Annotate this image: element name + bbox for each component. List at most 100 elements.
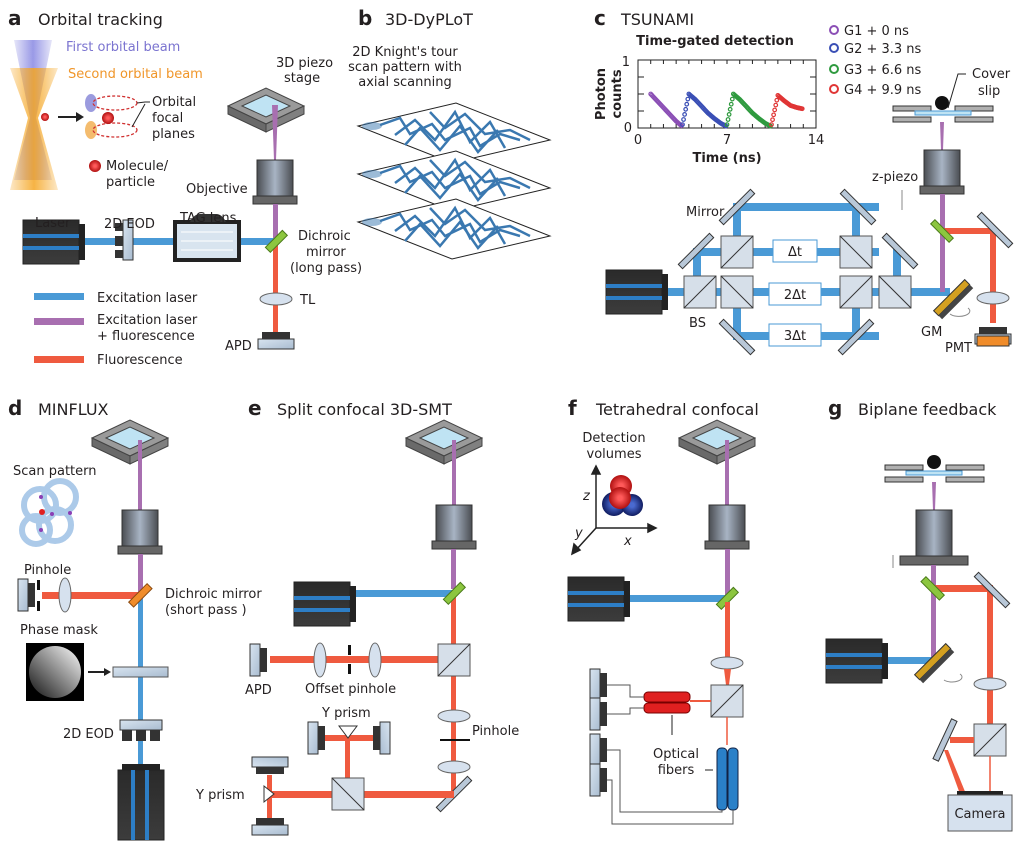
objective-lens <box>431 504 477 550</box>
apd-detector <box>249 643 268 677</box>
orbital-planes-label-3: planes <box>152 127 195 142</box>
legend-marker <box>829 64 839 74</box>
phase-mask-image <box>26 643 84 701</box>
panel-b: b 3D-DyPLoT 2D Knight's tour scan patter… <box>348 6 552 261</box>
y-axis-label-1: Photon <box>594 68 609 120</box>
cover-slip <box>892 73 994 123</box>
beamsplitter <box>720 235 754 269</box>
panel-letter: b <box>358 6 372 30</box>
data-point <box>680 122 685 127</box>
detection-label-1: Detection <box>582 431 645 446</box>
lens <box>313 642 327 678</box>
data-point <box>681 117 686 122</box>
caption-line: 2D Knight's tour <box>352 45 458 60</box>
pinhole-label: Pinhole <box>472 724 519 739</box>
panel-title: TSUNAMI <box>620 10 694 29</box>
data-point <box>771 112 777 118</box>
dichroic-mirror <box>127 582 153 608</box>
panel-title: 3D-DyPLoT <box>385 10 473 29</box>
data-point <box>774 97 780 103</box>
beamsplitter <box>720 275 754 309</box>
legend-label: G1 + 0 ns <box>844 24 909 39</box>
optical-fibers-blue <box>716 747 739 811</box>
lens <box>976 291 1010 305</box>
y-prism <box>263 784 275 804</box>
objective-lens <box>252 159 298 205</box>
objective-lens <box>117 509 163 555</box>
panel-d: d MINFLUX Scan pattern Dichroic mirror (… <box>8 396 262 841</box>
legend-label: + fluorescence <box>97 329 195 344</box>
lens <box>368 642 382 678</box>
camera: Camera <box>947 791 1013 832</box>
eod-label: 2D EOD <box>63 727 114 742</box>
panel-letter: c <box>594 6 606 30</box>
piezo-stage <box>405 419 483 465</box>
panel-letter: d <box>8 396 22 420</box>
data-point <box>772 107 778 113</box>
data-point <box>770 117 775 123</box>
scan-pattern-label: Scan pattern <box>13 464 97 479</box>
time-gated-chart: Time-gated detection 1 0 0 7 14 Time (ns… <box>594 34 824 166</box>
data-point <box>799 106 805 112</box>
beamsplitter <box>437 643 471 677</box>
laser-source <box>825 638 889 684</box>
data-point <box>685 96 691 102</box>
z-piezo-label: z-piezo <box>872 170 918 185</box>
data-point <box>773 102 779 108</box>
laser-source <box>117 764 165 841</box>
stage-label-1: 3D piezo <box>276 56 333 71</box>
stage-label-2: stage <box>284 71 320 86</box>
arrow-icon <box>104 668 111 676</box>
cover-slip-label-1: Cover <box>972 67 1011 82</box>
orbital-planes-label-1: Orbital <box>152 95 196 110</box>
panel-title: Split confocal 3D-SMT <box>277 400 452 419</box>
panel-title: Tetrahedral confocal <box>595 400 759 419</box>
second-beam-label: Second orbital beam <box>68 67 203 82</box>
axes-icon <box>570 464 658 556</box>
tag-lens-label: TAG lens <box>179 211 237 226</box>
chart-legend: G1 + 0 ns G2 + 3.3 ns G3 + 6.6 ns G4 + 9… <box>829 24 922 98</box>
legend-swatch-excitation <box>34 293 84 300</box>
data-point <box>769 122 774 127</box>
data-point <box>682 111 688 117</box>
cover-slip <box>884 455 985 483</box>
pinhole-label: Pinhole <box>24 563 71 578</box>
gm-label: GM <box>921 325 942 340</box>
first-beam-label: First orbital beam <box>66 40 180 55</box>
legend-marker <box>829 25 839 35</box>
objective-lens <box>704 504 750 550</box>
detection-label-2: volumes <box>587 447 642 462</box>
molecule-icon <box>41 113 49 121</box>
legend-label: Excitation laser <box>97 313 198 328</box>
bs-label: BS <box>689 316 706 331</box>
legend: Excitation laser Excitation laser + fluo… <box>34 291 198 368</box>
legend-swatch-mixed <box>34 318 84 325</box>
x-tick-label: 0 <box>634 133 642 148</box>
molecule-label-1: Molecule/ <box>106 159 169 174</box>
panel-title: MINFLUX <box>38 400 109 419</box>
dichroic-label-3: (long pass) <box>290 261 362 276</box>
series-3 <box>724 91 773 129</box>
dichroic-label-2: (short pass ) <box>165 603 247 618</box>
y-tick-label: 0 <box>624 121 632 136</box>
lens <box>437 760 471 774</box>
mirror-label: Mirror <box>686 205 725 220</box>
rotation-icon <box>943 673 963 683</box>
piezo-stage <box>678 419 756 465</box>
offset-pinhole-label: Offset pinhole <box>305 682 396 697</box>
objective-lens <box>899 509 969 566</box>
beamsplitter <box>878 275 912 309</box>
caption-line: axial scanning <box>358 75 451 90</box>
cover-slip-label-2: slip <box>978 84 1000 99</box>
legend-label: G4 + 9.9 ns <box>844 83 922 98</box>
y-prism-label: Y prism <box>195 788 245 803</box>
axis-y-label: y <box>574 526 583 541</box>
detector-array <box>589 668 608 797</box>
x-tick-label: 7 <box>723 133 731 148</box>
x-tick-label: 14 <box>808 133 825 148</box>
data-point <box>729 96 735 102</box>
dichroic-label-1: Dichroic mirror <box>165 587 262 602</box>
dichroic-mirror <box>920 575 946 601</box>
data-point <box>727 106 733 112</box>
lens <box>437 709 471 723</box>
